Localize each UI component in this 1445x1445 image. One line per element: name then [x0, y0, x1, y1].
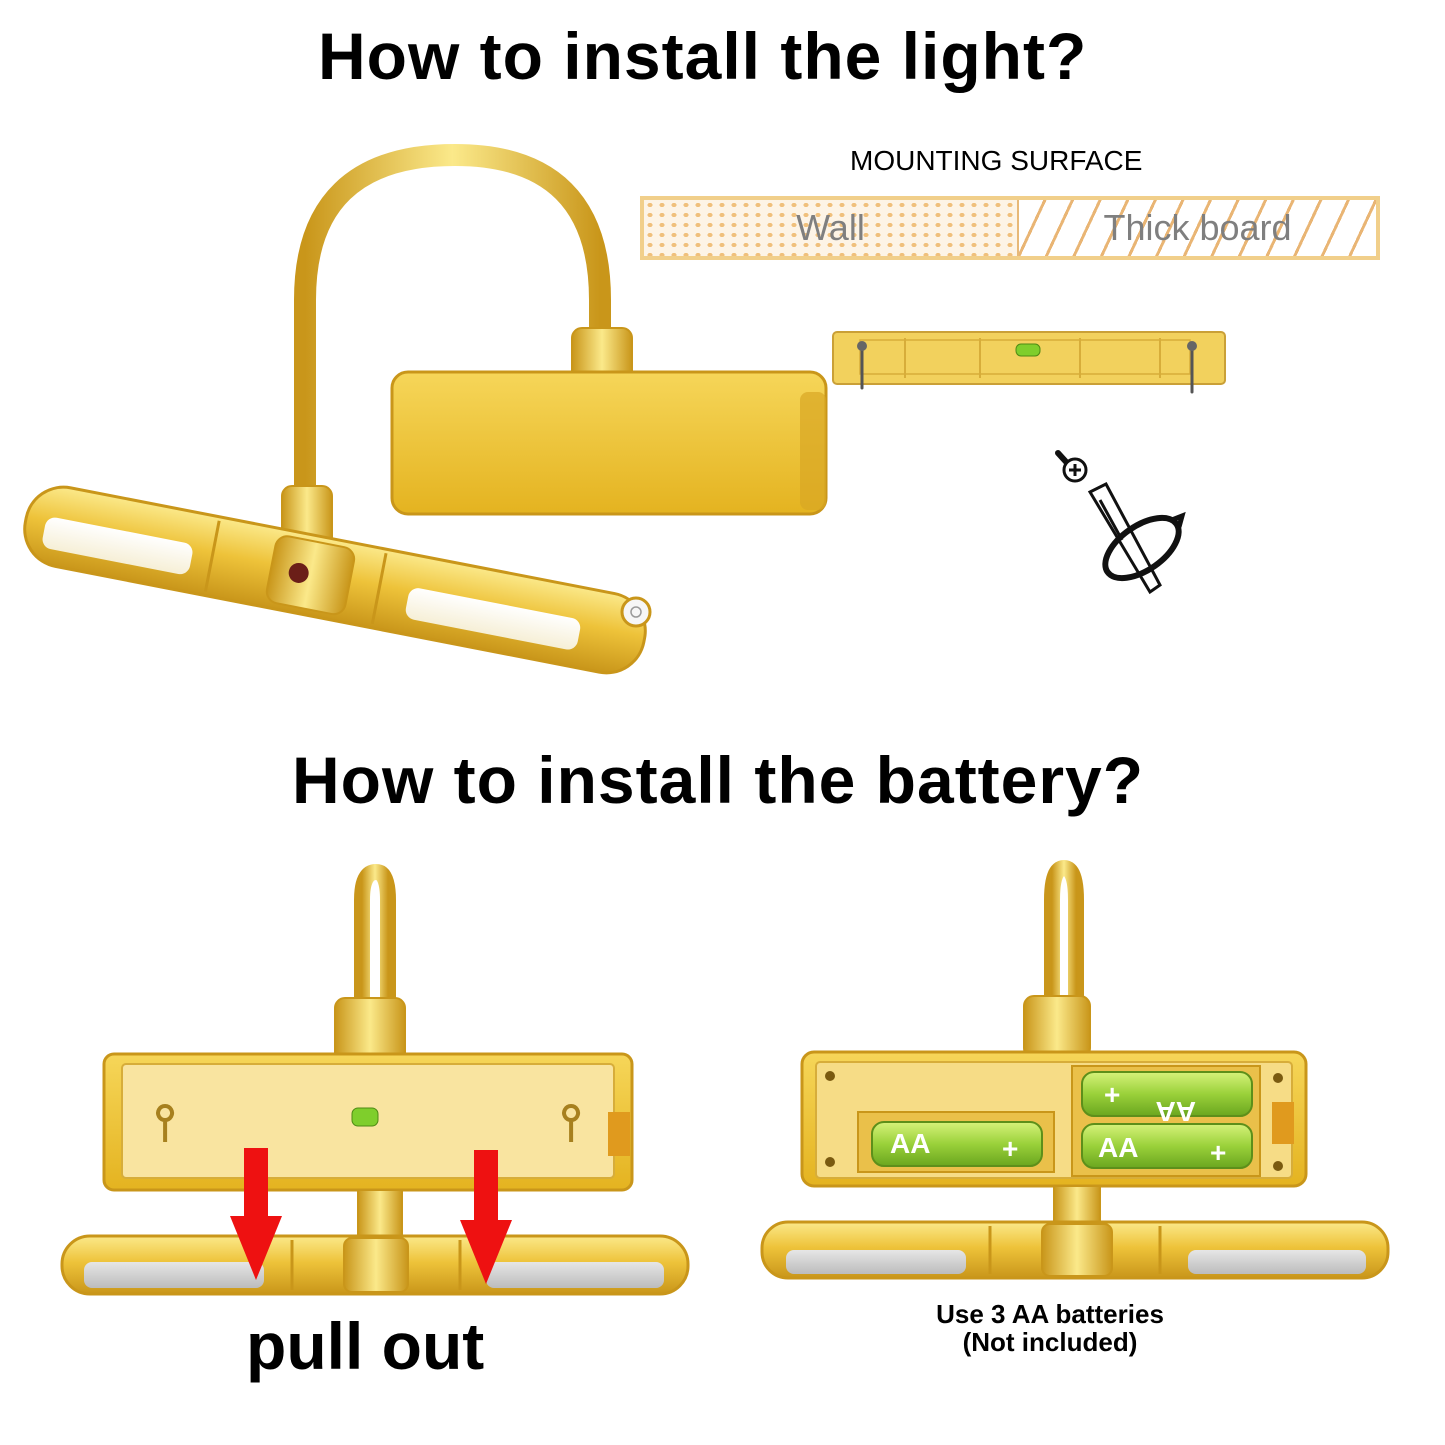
pull-out-caption: pull out — [246, 1309, 485, 1383]
screw-icon — [1055, 450, 1088, 483]
mounting-surface-label: MOUNTING SURFACE — [850, 145, 1143, 176]
battery-1-label: AA — [890, 1128, 930, 1159]
wall-section: Wall — [644, 200, 1019, 256]
power-button-icon — [620, 596, 652, 628]
screwdriver-rotate-icon — [1087, 482, 1186, 595]
heading-install-battery: How to install the battery? — [292, 743, 1145, 817]
battery-3 — [1081, 1123, 1253, 1169]
pull-arrow-left-icon — [230, 1148, 282, 1280]
battery-2-label: AA — [1156, 1096, 1196, 1127]
picture-light-illustration — [23, 143, 1226, 675]
battery-1 — [871, 1121, 1043, 1167]
battery-3-plus: + — [1210, 1137, 1226, 1168]
heading-install-light: How to install the light? — [318, 19, 1088, 93]
battery-1-plus: + — [1002, 1133, 1018, 1164]
battery-2-plus: + — [1104, 1079, 1120, 1110]
wall-label: Wall — [796, 207, 865, 248]
battery-note-line1: Use 3 AA batteries — [936, 1299, 1164, 1329]
bubble-level-icon — [351, 1107, 379, 1127]
thick-board-label: Thick board — [1103, 207, 1292, 248]
battery-note-line2: (Not included) — [962, 1327, 1138, 1357]
battery-2 — [1081, 1071, 1253, 1117]
battery-3-label: AA — [1098, 1132, 1138, 1163]
battery-note: Use 3 AA batteries (Not included) — [900, 1300, 1200, 1356]
thick-board-section: Thick board — [1019, 200, 1376, 256]
mounting-surface-bar: Wall Thick board — [640, 196, 1380, 260]
pull-arrow-right-icon — [460, 1150, 512, 1284]
